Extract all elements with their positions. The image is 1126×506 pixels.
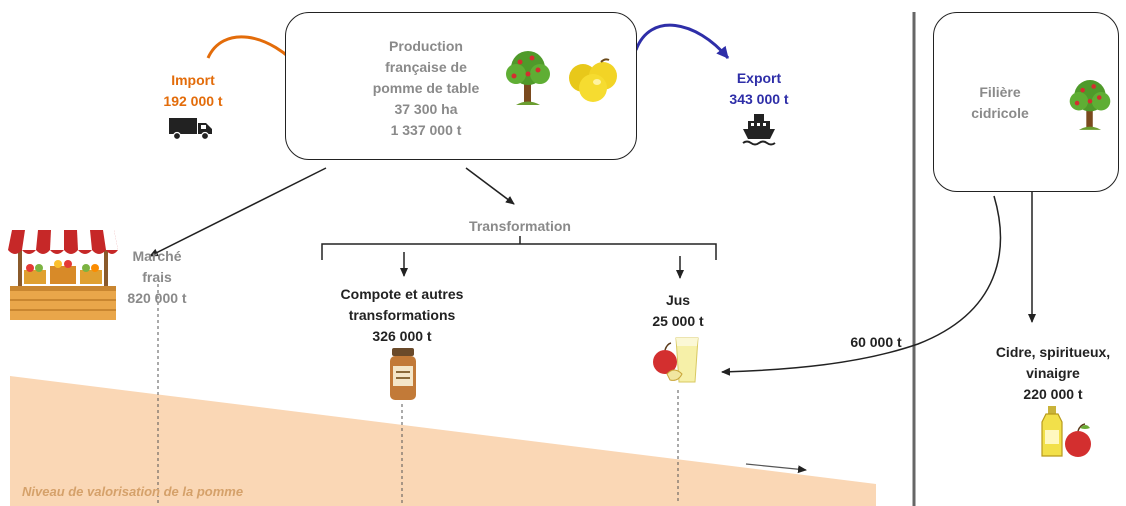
compote-label: Compote et autres transformations 326 00… — [340, 286, 464, 344]
transformation-label: Transformation — [469, 218, 571, 234]
bottles-icon — [1041, 406, 1091, 457]
cider-chain-label: Filière cidricole — [971, 84, 1029, 121]
import-label: Import 192 000 t — [163, 72, 223, 109]
ship-icon — [742, 114, 776, 146]
valuation-label: Niveau de valorisation de la pomme — [22, 484, 244, 499]
compote-jar-icon — [390, 348, 416, 400]
flow-to-juice-label: 60 000 t — [850, 334, 902, 350]
yellow-apples-icon — [569, 58, 617, 102]
fresh-market-label: Marché frais 820 000 t — [127, 248, 187, 306]
cider-to-juice-arrow — [721, 195, 1002, 376]
arrow-to-transformation — [465, 167, 515, 205]
valuation-band — [10, 376, 876, 506]
export-arrow — [634, 23, 730, 59]
trend-arrow — [745, 463, 807, 474]
cider-products-label: Cidre, spiritueux, vinaigre 220 000 t — [995, 344, 1111, 402]
juice-label: Jus 25 000 t — [652, 292, 704, 329]
market-stall-icon — [8, 230, 118, 320]
truck-icon — [169, 118, 212, 140]
production-label: Production française de pomme de table 3… — [372, 38, 480, 138]
transformation-brace — [321, 243, 717, 260]
apple-tree-icon — [506, 51, 550, 105]
juice-glass-icon — [653, 337, 699, 383]
apple-tree-icon — [1069, 80, 1111, 130]
export-label: Export 343 000 t — [729, 70, 789, 107]
arrow-to-market — [149, 167, 327, 257]
